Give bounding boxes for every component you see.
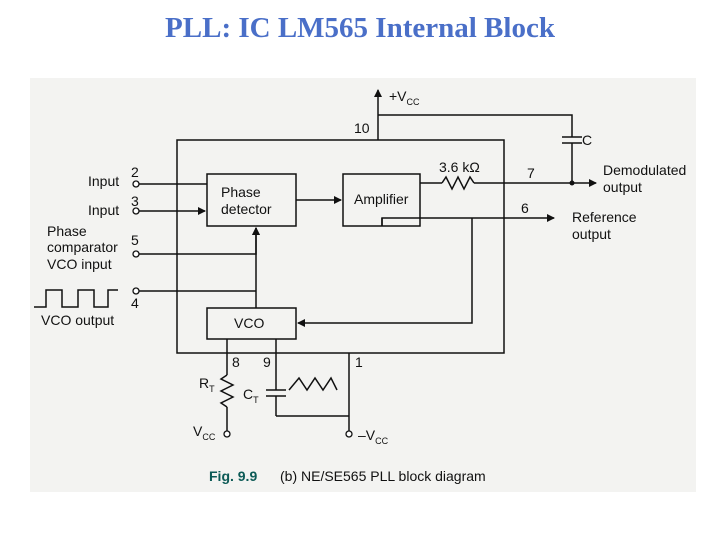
caption-text: (b) NE/SE565 PLL block diagram (280, 468, 486, 484)
pin1-label: 1 (355, 354, 363, 370)
pin4-terminal (132, 287, 140, 295)
triangle-wave-icon (288, 376, 338, 392)
reference-output-label-1: Reference (572, 209, 637, 225)
reference-output-label-2: output (572, 226, 611, 242)
ct-label: CT (243, 386, 259, 405)
phase-detector-block (206, 173, 297, 227)
pin10-label: 10 (354, 120, 370, 136)
pin5-label: 5 (131, 232, 139, 248)
pin4-label: 4 (131, 295, 139, 311)
pin9-label: 9 (263, 354, 271, 370)
input2-label: Input (88, 202, 119, 218)
cap-c-top-wire (378, 114, 573, 137)
pin2-terminal (132, 180, 140, 188)
vcc-label: VCC (193, 423, 216, 442)
junction-dot (569, 180, 575, 186)
resistor-value-label: 3.6 kΩ (439, 159, 480, 175)
rt-label: RT (199, 375, 215, 394)
pin5-terminal (132, 250, 140, 258)
caption-fig-number: Fig. 9.9 (209, 468, 257, 484)
pin3-label: 3 (131, 193, 139, 209)
pin8-label: 8 (232, 354, 240, 370)
pin5-lead (138, 227, 260, 255)
input1-label: Input (88, 173, 119, 189)
phase-comp-label-3: VCO input (47, 256, 112, 272)
slide-title: PLL: IC LM565 Internal Block (165, 12, 555, 44)
phase-detector-label-1: Phase (221, 184, 261, 200)
ic-outline (176, 139, 505, 354)
vco-label: VCO (234, 315, 264, 331)
demod-output-label-2: output (603, 179, 642, 195)
demod-output-label-1: Demodulated (603, 162, 686, 178)
phase-detector-label-2: detector (221, 201, 272, 217)
cap-c-label: C (582, 132, 592, 148)
amplifier-label: Amplifier (354, 191, 409, 207)
pin6-label: 6 (521, 200, 529, 216)
vco-output-label: VCO output (41, 312, 114, 328)
vcc-minus-label: –VCC (358, 427, 389, 446)
vcc-plus-label: +VCC (389, 88, 420, 107)
reference-output-wire (381, 214, 555, 226)
square-wave-icon (34, 289, 118, 308)
resistor-3k6 (441, 175, 475, 191)
pin2-label: 2 (131, 164, 139, 180)
vcc-minus-terminal (345, 430, 353, 438)
block-diagram-figure (30, 78, 696, 492)
pin7-label: 7 (527, 165, 535, 181)
phase-comp-label-1: Phase (47, 223, 87, 239)
vco-block (206, 307, 297, 340)
resistor-rt (219, 374, 235, 408)
vcc-terminal (223, 430, 231, 438)
feedback-to-vco-wire (297, 218, 473, 327)
pin3-terminal (132, 207, 140, 215)
phase-comp-label-2: comparator (47, 239, 118, 255)
